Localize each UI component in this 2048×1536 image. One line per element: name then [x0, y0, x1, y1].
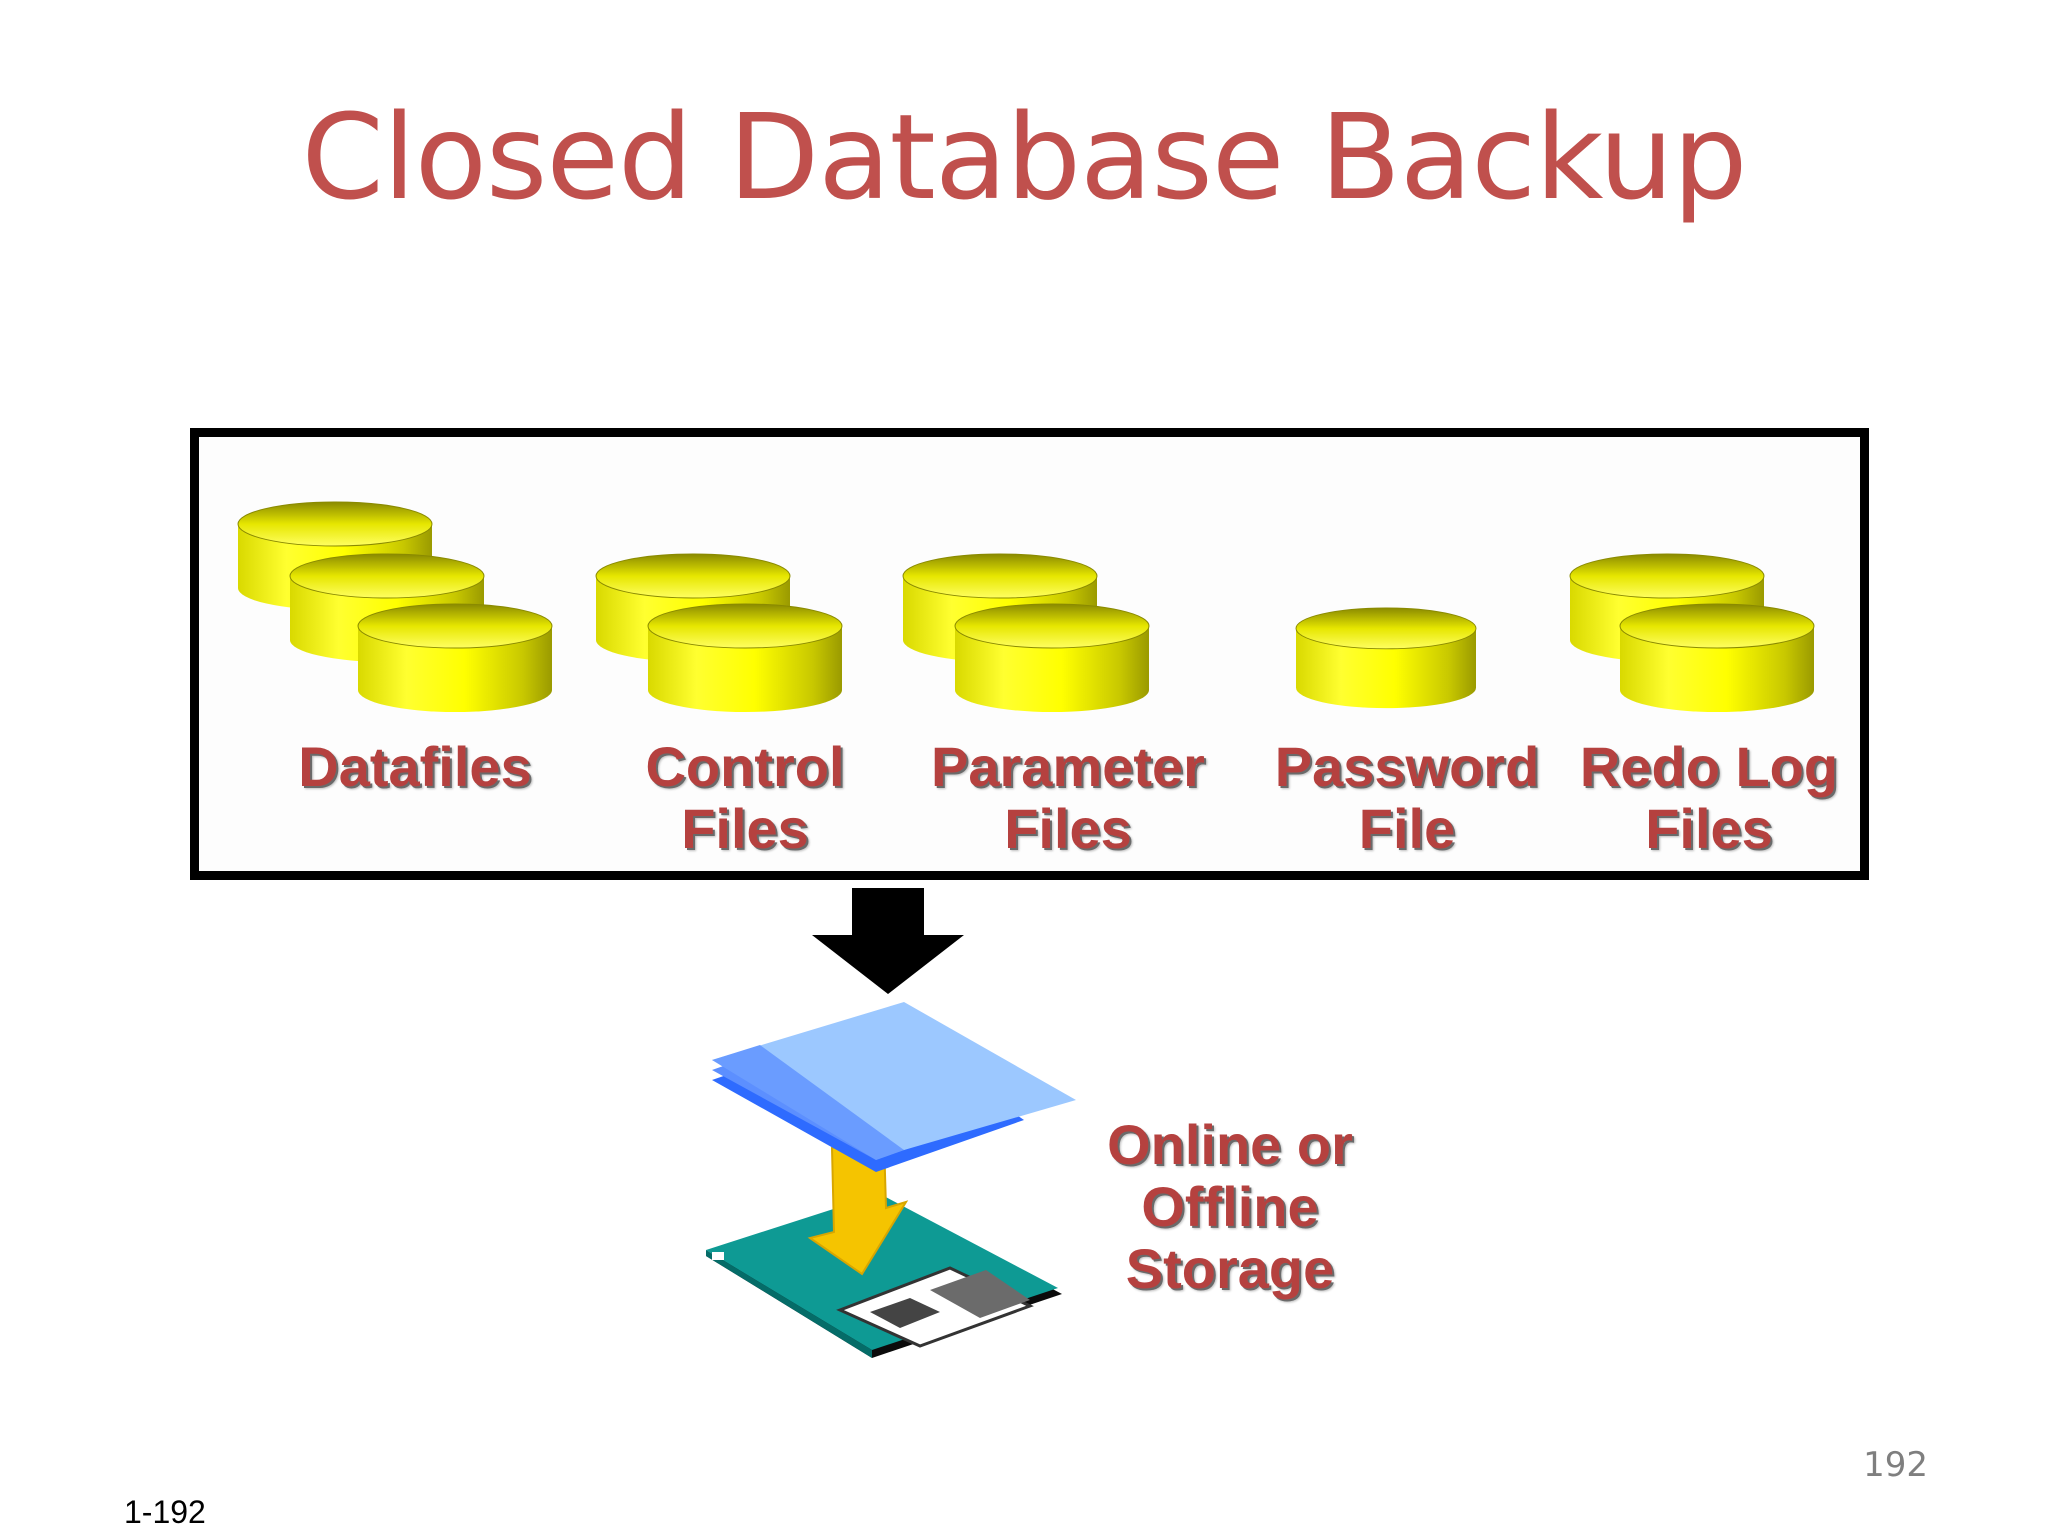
disk-stack-icon — [237, 501, 553, 713]
disk-icon — [1295, 607, 1477, 709]
page-number: 192 — [1863, 1445, 1928, 1485]
group-label-redo-log-files: Redo Log Files — [1579, 735, 1839, 860]
group-label-parameter-files: Parameter Files — [931, 735, 1205, 860]
slide-title: Closed Database Backup — [301, 88, 1748, 226]
disk-stack-icon — [902, 553, 1150, 713]
disk-stack-icon — [1569, 553, 1815, 713]
group-label-password-file: Password File — [1274, 735, 1540, 860]
down-arrow-icon — [812, 888, 964, 994]
floppy-storage-icon — [706, 1002, 1076, 1358]
disk-stack-icon — [595, 553, 843, 713]
group-label-control-files: Control Files — [645, 735, 845, 860]
storage-label: Online or Offline Storage — [1107, 1113, 1353, 1300]
slide-id: 1-192 — [124, 1494, 206, 1530]
group-label-datafiles: Datafiles — [298, 735, 532, 798]
